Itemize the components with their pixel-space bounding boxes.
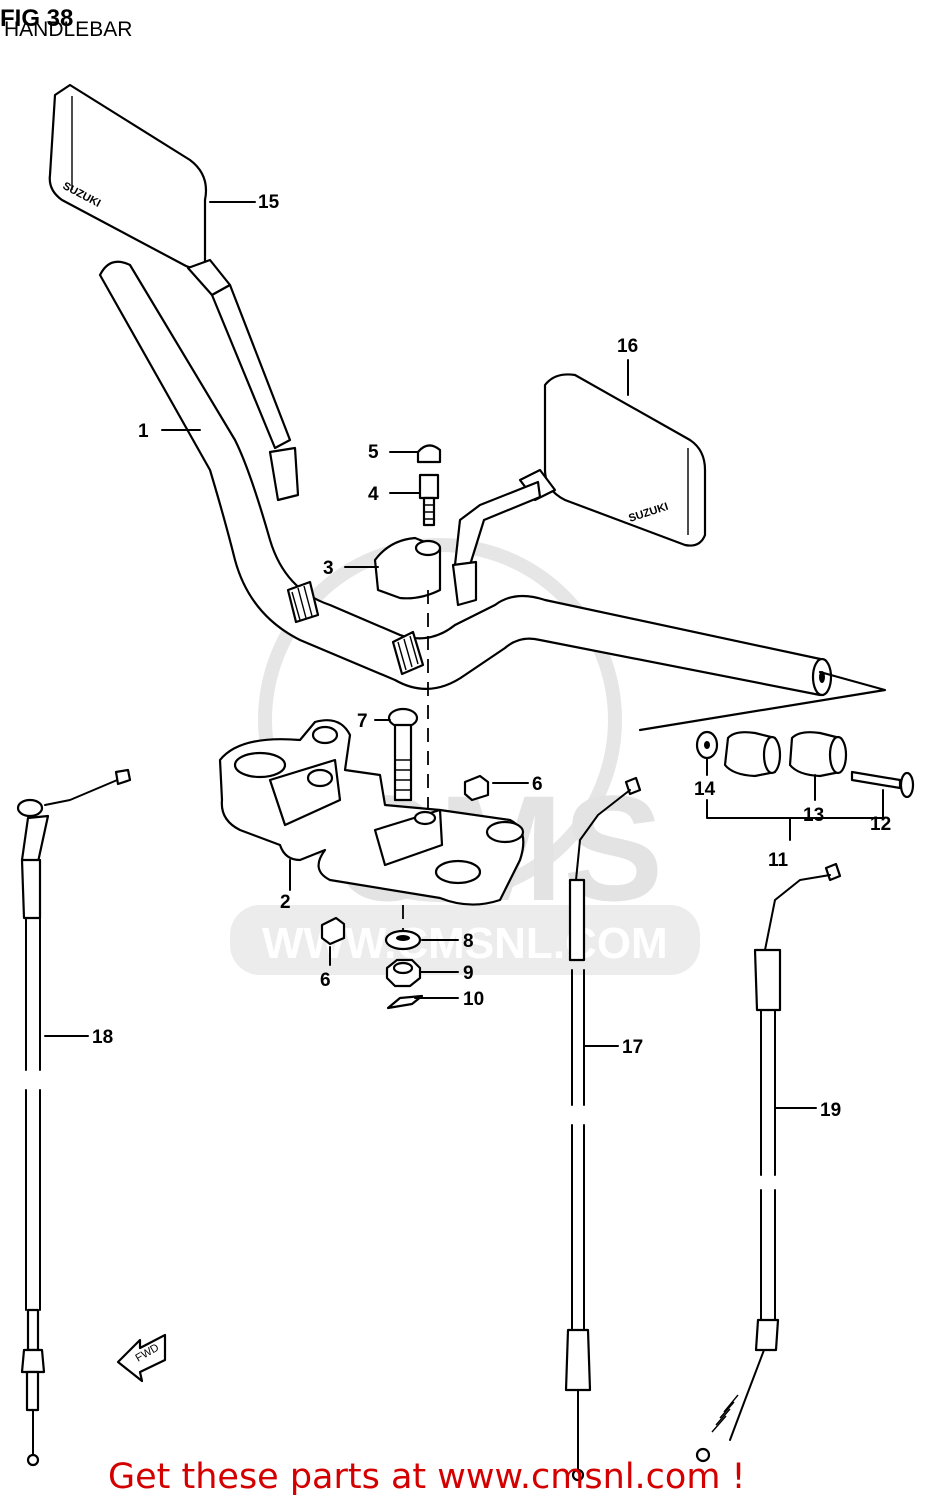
callout-19: 19 (820, 1100, 841, 1121)
part-13-balancer (723, 731, 848, 778)
callout-1: 1 (138, 421, 149, 442)
callout-9: 9 (463, 963, 474, 984)
part-12-screw (850, 770, 915, 799)
part-11-bracket (706, 799, 884, 841)
figure-number: FIG 38 (0, 5, 73, 32)
part-16-right-mirror: SUZUKI (451, 373, 707, 607)
leader-lines (44, 201, 884, 1109)
callout-3: 3 (323, 558, 334, 579)
part-2-handlebar-holder (218, 719, 525, 906)
callout-6-upper: 6 (532, 774, 543, 795)
callout-6-lower: 6 (320, 970, 331, 991)
part-3-holder (373, 536, 442, 850)
callout-labels: 15 1 16 5 4 3 7 6 2 6 8 9 10 14 13 12 11… (92, 192, 891, 1121)
callout-13: 13 (803, 805, 824, 826)
part-8-washer (384, 905, 422, 951)
fwd-arrow-icon: FWD (116, 1333, 167, 1383)
figure-title: HANDLEBAR (4, 18, 132, 41)
part-6-cushion-lower (320, 916, 346, 946)
part-18-cable (16, 768, 132, 1467)
callout-15: 15 (258, 192, 280, 213)
part-17-cable (564, 776, 642, 1482)
footer-promo-text: Get these parts at www.cmsnl.com ! (108, 1457, 746, 1497)
part-6-cushion-upper (463, 774, 490, 802)
callout-17: 17 (622, 1037, 643, 1058)
part-10-lock-washer (386, 994, 424, 1010)
callout-18: 18 (92, 1027, 113, 1048)
callout-8: 8 (463, 931, 474, 952)
callout-5: 5 (368, 442, 379, 463)
callout-7: 7 (357, 711, 368, 732)
part-15-left-mirror: SUZUKI (48, 83, 300, 502)
part-1-handlebar (98, 260, 887, 732)
callout-10: 10 (463, 989, 484, 1010)
callout-4: 4 (368, 484, 379, 505)
callout-12: 12 (870, 814, 891, 835)
callout-2: 2 (280, 892, 291, 913)
part-19-cable (695, 862, 842, 1463)
part-9-nut (385, 958, 422, 988)
part-5-cap (416, 444, 442, 464)
callout-11: 11 (768, 850, 789, 871)
part-4-bolt (418, 473, 440, 527)
part-14-washer (695, 730, 719, 760)
callout-14: 14 (694, 779, 716, 800)
part-7-bolt (387, 707, 419, 802)
callout-16: 16 (617, 336, 638, 357)
